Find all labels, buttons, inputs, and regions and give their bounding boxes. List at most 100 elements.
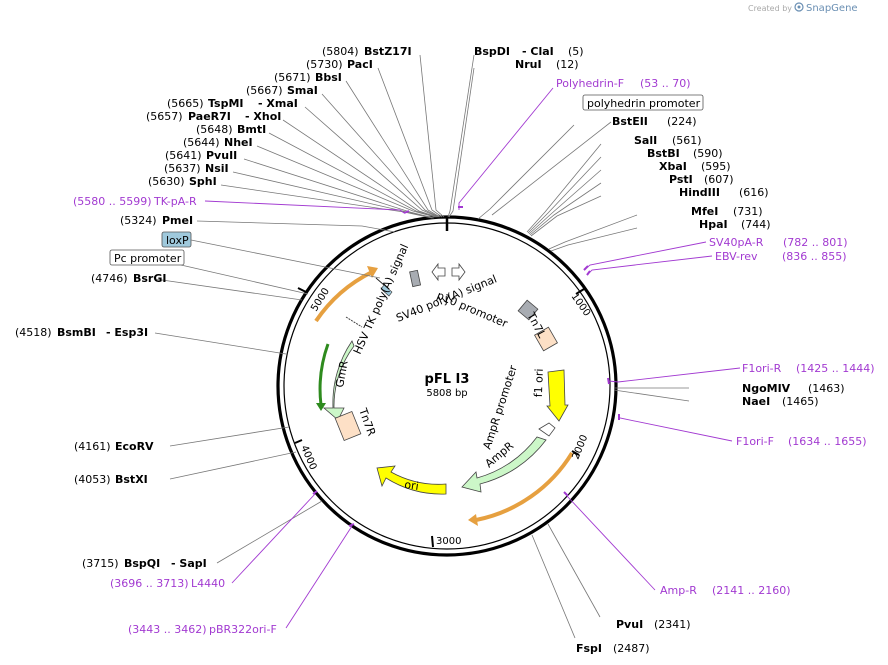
hindiii-name[interactable]: HindIII (679, 186, 720, 199)
smai-name[interactable]: SmaI (287, 84, 318, 97)
nhei-pos: (5644) (183, 136, 220, 149)
sv40-polya-feature[interactable] (517, 299, 539, 321)
pc-promoter-box-label: Pc promoter (114, 252, 182, 265)
polyhedrin-promoter-box-label: polyhedrin promoter (587, 97, 701, 110)
naei-name[interactable]: NaeI (742, 395, 770, 408)
tn7l-feature[interactable] (534, 326, 558, 352)
loxp-feature[interactable] (380, 284, 393, 297)
bspdi-name[interactable]: BspDI (474, 45, 510, 58)
ampr-promoter-arrow[interactable] (538, 422, 556, 437)
pvui-name[interactable]: PvuI (616, 618, 643, 631)
mfei-pos: (731) (733, 205, 763, 218)
paer7i-name[interactable]: PaeR7I (188, 110, 231, 123)
ecorv-name[interactable]: EcoRV (115, 440, 154, 453)
ecorv-pos: (4161) (74, 440, 111, 453)
psti-pos: (607) (704, 173, 734, 186)
f1orir-name[interactable]: F1ori-R (742, 362, 782, 375)
pmei-pos: (5324) (120, 214, 157, 227)
gmr-label: GmR (333, 359, 351, 388)
clai-name[interactable]: - ClaI (522, 45, 554, 58)
ori-feature[interactable] (376, 465, 447, 495)
psti-name[interactable]: PstI (669, 173, 693, 186)
polyhedrin-promoter-arrow[interactable] (451, 262, 466, 282)
tkpar-range: (5580 .. 5599) (73, 195, 152, 208)
bsteii-name[interactable]: BstEII (612, 115, 648, 128)
bstxi-name[interactable]: BstXI (115, 473, 148, 486)
f1orif-range: (1634 .. 1655) (788, 435, 867, 448)
bbsi-pos: (5671) (274, 71, 311, 84)
bstbi-name[interactable]: BstBI (647, 147, 680, 160)
gmr-orf-arc[interactable] (318, 343, 330, 406)
hsv-tk-polya-label: HSV TK poly(A) signal (351, 242, 411, 356)
nhei-name[interactable]: NheI (224, 136, 253, 149)
bsteii-pos: (224) (667, 115, 697, 128)
tspmi-name[interactable]: TspMI (208, 97, 244, 110)
sphi-pos: (5630) (148, 175, 185, 188)
sali-pos: (561) (672, 134, 702, 147)
paci-pos: (5730) (306, 58, 343, 71)
bmti-name[interactable]: BmtI (237, 123, 266, 136)
bspqi-name[interactable]: BspQI (124, 557, 160, 570)
xhoi-name[interactable]: - XhoI (245, 110, 281, 123)
loxp-leader (190, 239, 381, 279)
loxp-box-label: loxP (166, 234, 189, 247)
bstz17i-pos: (5804) (322, 45, 359, 58)
loxp-marker (375, 277, 385, 286)
orange-orf-bottom-head (468, 514, 478, 526)
brand-text: SnapGene (806, 3, 858, 14)
pc-promoter-box[interactable] (109, 249, 185, 266)
xbai-pos: (595) (701, 160, 731, 173)
paci-name[interactable]: PacI (347, 58, 373, 71)
loxp-box[interactable] (161, 231, 192, 248)
pbr322orif-name[interactable]: pBR322ori-F (209, 623, 277, 636)
enzyme-leaders (154, 54, 690, 639)
ebvrev-name[interactable]: EBV-rev (715, 250, 758, 263)
sali-name[interactable]: SalI (634, 134, 657, 147)
nsii-name[interactable]: NsiI (205, 162, 229, 175)
tick-1000 (575, 288, 585, 295)
orange-orf-bottom[interactable] (475, 451, 574, 522)
polyhedrin-promoter-box[interactable] (582, 94, 704, 111)
pvuii-name[interactable]: PvuII (206, 149, 237, 162)
ngomiv-pos: (1463) (808, 382, 845, 395)
f1orif-name[interactable]: F1ori-F (736, 435, 774, 448)
tkpar-name[interactable]: TK-pA-R (153, 195, 197, 208)
ampr-feature[interactable] (461, 436, 547, 493)
bsteii-leader (491, 121, 612, 216)
gmr-orf-head (316, 403, 326, 411)
pmei-name[interactable]: PmeI (162, 214, 193, 227)
esp3i-name[interactable]: - Esp3I (106, 326, 148, 339)
nrui-pos: (12) (556, 58, 579, 71)
mfei-name[interactable]: MfeI (691, 205, 718, 218)
smai-pos: (5667) (246, 84, 283, 97)
bsmbi-name[interactable]: BsmBI (57, 326, 96, 339)
orange-orf-top-head (367, 266, 378, 278)
ngomiv-name[interactable]: NgoMIV (742, 382, 791, 395)
pvuii-pos: (5641) (165, 149, 202, 162)
l4440-name[interactable]: L4440 (191, 577, 225, 590)
tspmi-pos: (5665) (167, 97, 204, 110)
sphi-name[interactable]: SphI (189, 175, 217, 188)
pvui-pos: (2341) (654, 618, 691, 631)
ampr-primer-name[interactable]: Amp-R (660, 584, 697, 597)
fspi-name[interactable]: FspI (576, 642, 602, 655)
sapi-name[interactable]: - SapI (171, 557, 207, 570)
hsv-polya-feature[interactable] (409, 269, 422, 288)
f1-ori-feature[interactable] (546, 369, 569, 422)
ampr-primer-range: (2141 .. 2160) (712, 584, 791, 597)
bsrgi-name[interactable]: BsrGI (133, 272, 166, 285)
xbai-name[interactable]: XbaI (659, 160, 687, 173)
bbsi-name[interactable]: BbsI (315, 71, 342, 84)
polyhedrinf-name[interactable]: Polyhedrin-F (556, 77, 624, 90)
polyhedrinf-range: (53 .. 70) (640, 77, 691, 90)
xmai-name[interactable]: - XmaI (258, 97, 298, 110)
tn7r-feature[interactable] (334, 410, 362, 442)
nrui-name[interactable]: NruI (515, 58, 542, 71)
sv40par-name[interactable]: SV40pA-R (709, 236, 764, 249)
bstz17i-name[interactable]: BstZ17I (364, 45, 412, 58)
gmr-feature[interactable] (322, 340, 355, 421)
naei-pos: (1465) (782, 395, 819, 408)
hpai-name[interactable]: HpaI (699, 218, 728, 231)
p10-promoter-arrow[interactable] (431, 262, 446, 282)
hpai-pos: (744) (741, 218, 771, 231)
